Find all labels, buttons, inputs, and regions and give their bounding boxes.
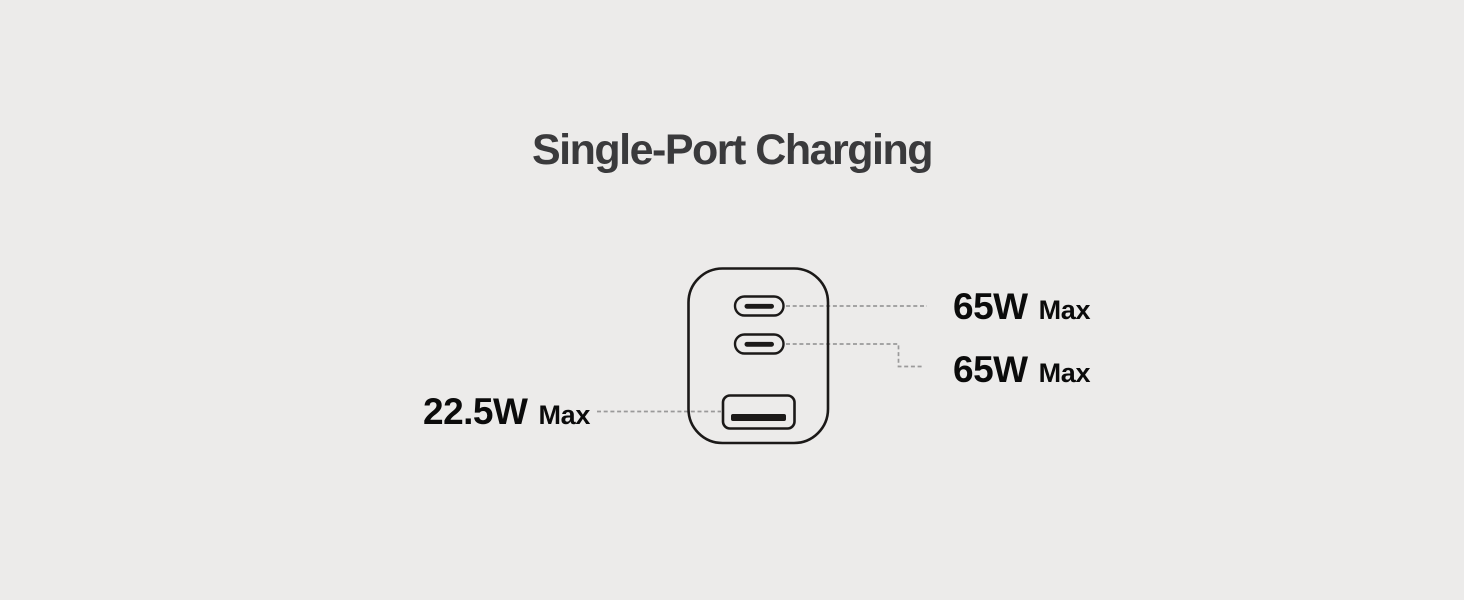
charger-body-outline <box>687 267 830 445</box>
power-value: 65W <box>953 286 1028 327</box>
power-value: 22.5W <box>423 391 528 432</box>
power-qualifier: Max <box>538 400 591 430</box>
power-value: 65W <box>953 349 1028 390</box>
connector-line-usb-c-2 <box>786 343 924 368</box>
usb-c-port-2-icon <box>733 333 785 355</box>
usb-a-port-icon <box>721 394 796 430</box>
usb-c-2-power-label: 65W Max <box>953 349 1091 397</box>
usb-c-port-1-icon <box>733 295 785 317</box>
usb-a-power-label: 22.5W Max <box>423 393 590 439</box>
usb-c-1-power-label: 65W Max <box>953 286 1091 334</box>
power-qualifier: Max <box>1038 358 1091 388</box>
power-qualifier: Max <box>1038 295 1091 325</box>
page-title: Single-Port Charging <box>532 126 934 174</box>
